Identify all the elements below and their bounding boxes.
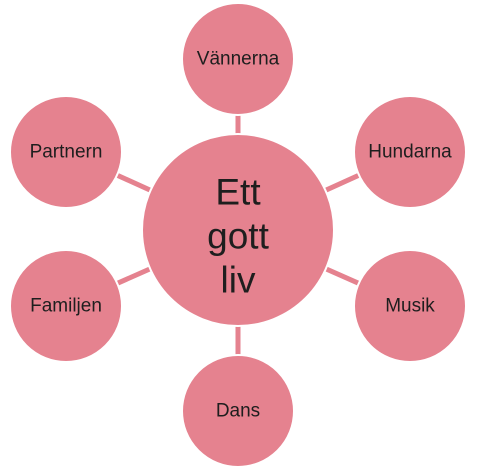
center-label-line-2: gott	[207, 216, 269, 257]
node-dans: Dans	[181, 354, 295, 468]
node-familjen: Familjen	[9, 249, 123, 363]
center-label-line-3: liv	[221, 260, 256, 301]
node-label-partnern: Partnern	[30, 142, 103, 163]
center-label-line-1: Ett	[215, 172, 261, 213]
center-node: Ett gott liv	[141, 133, 335, 327]
node-musik: Musik	[353, 249, 467, 363]
node-label-musik: Musik	[385, 296, 435, 317]
node-vannerna: Vännerna	[181, 2, 295, 116]
node-label-hundarna: Hundarna	[368, 142, 452, 163]
node-label-vannerna: Vännerna	[197, 49, 280, 70]
node-label-dans: Dans	[216, 401, 260, 422]
node-label-familjen: Familjen	[30, 296, 102, 317]
node-hundarna: Hundarna	[353, 95, 467, 209]
node-partnern: Partnern	[9, 95, 123, 209]
